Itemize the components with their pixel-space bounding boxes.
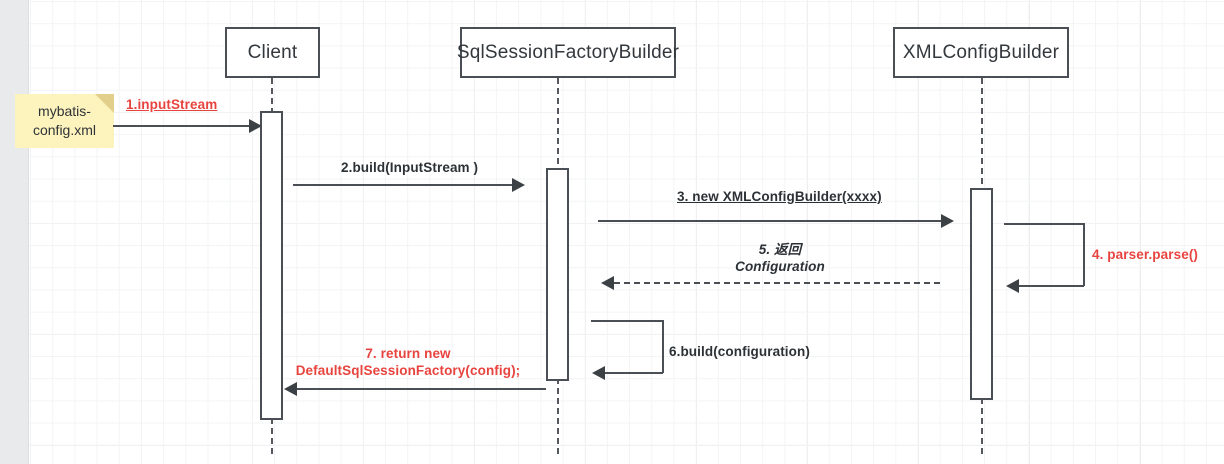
message-3-line xyxy=(598,220,941,222)
message-4-arrowhead xyxy=(1006,279,1019,293)
message-5-label: 5. 返回 Configuration xyxy=(700,241,860,275)
activation-client[interactable] xyxy=(260,111,283,420)
message-1-arrowhead xyxy=(249,119,262,133)
message-6-line-bottom xyxy=(605,372,663,374)
message-7-label: 7. return new DefaultSqlSessionFactory(c… xyxy=(284,345,532,379)
message-7-line xyxy=(297,388,546,390)
left-ruler-gutter xyxy=(0,0,29,464)
message-6-line-top xyxy=(591,320,663,322)
message-6-line-right xyxy=(662,320,664,373)
message-5-label-line-1: 5. 返回 xyxy=(758,242,802,257)
message-1-label: 1.inputStream xyxy=(126,97,218,112)
message-5-line xyxy=(614,282,940,284)
message-3-label: 3. new XMLConfigBuilder(xxxx) xyxy=(677,189,882,204)
activation-xmlconfigbuilder[interactable] xyxy=(970,188,993,400)
message-2-arrowhead xyxy=(512,178,525,192)
participant-sqlsessionfactorybuilder[interactable]: SqlSessionFactoryBuilder xyxy=(456,27,680,78)
participant-sqlsessionfactorybuilder-label: SqlSessionFactoryBuilder xyxy=(456,41,680,63)
message-6-arrowhead xyxy=(592,366,605,380)
message-2-label: 2.build(InputStream ) xyxy=(341,160,479,175)
activation-sqlsessionfactorybuilder[interactable] xyxy=(546,168,569,381)
participant-xmlconfigbuilder[interactable]: XMLConfigBuilder xyxy=(893,27,1069,78)
message-7-label-line-1: 7. return new xyxy=(365,346,451,361)
message-7-label-line-2: DefaultSqlSessionFactory(config); xyxy=(295,363,521,378)
message-4-line-right xyxy=(1083,223,1085,286)
message-5-label-line-2: Configuration xyxy=(735,259,825,274)
participant-client[interactable]: Client xyxy=(225,27,320,78)
message-1-line xyxy=(113,125,249,127)
participant-xmlconfigbuilder-label: XMLConfigBuilder xyxy=(902,41,1060,63)
message-4-line-top xyxy=(1004,223,1084,225)
message-7-arrowhead xyxy=(284,382,297,396)
message-3-arrowhead xyxy=(941,214,954,228)
message-4-label: 4. parser.parse() xyxy=(1092,247,1199,262)
note-line-2: config.xml xyxy=(32,122,97,138)
note-fold-corner-icon xyxy=(95,94,114,113)
note-line-1: mybatis- xyxy=(38,103,91,119)
note-mybatis-config[interactable]: mybatis- config.xml xyxy=(15,94,114,148)
message-2-line xyxy=(293,184,512,186)
message-5-arrowhead xyxy=(601,276,614,290)
message-6-label: 6.build(configuration) xyxy=(669,344,810,359)
participant-client-label: Client xyxy=(247,41,298,63)
message-4-line-bottom xyxy=(1019,285,1084,287)
